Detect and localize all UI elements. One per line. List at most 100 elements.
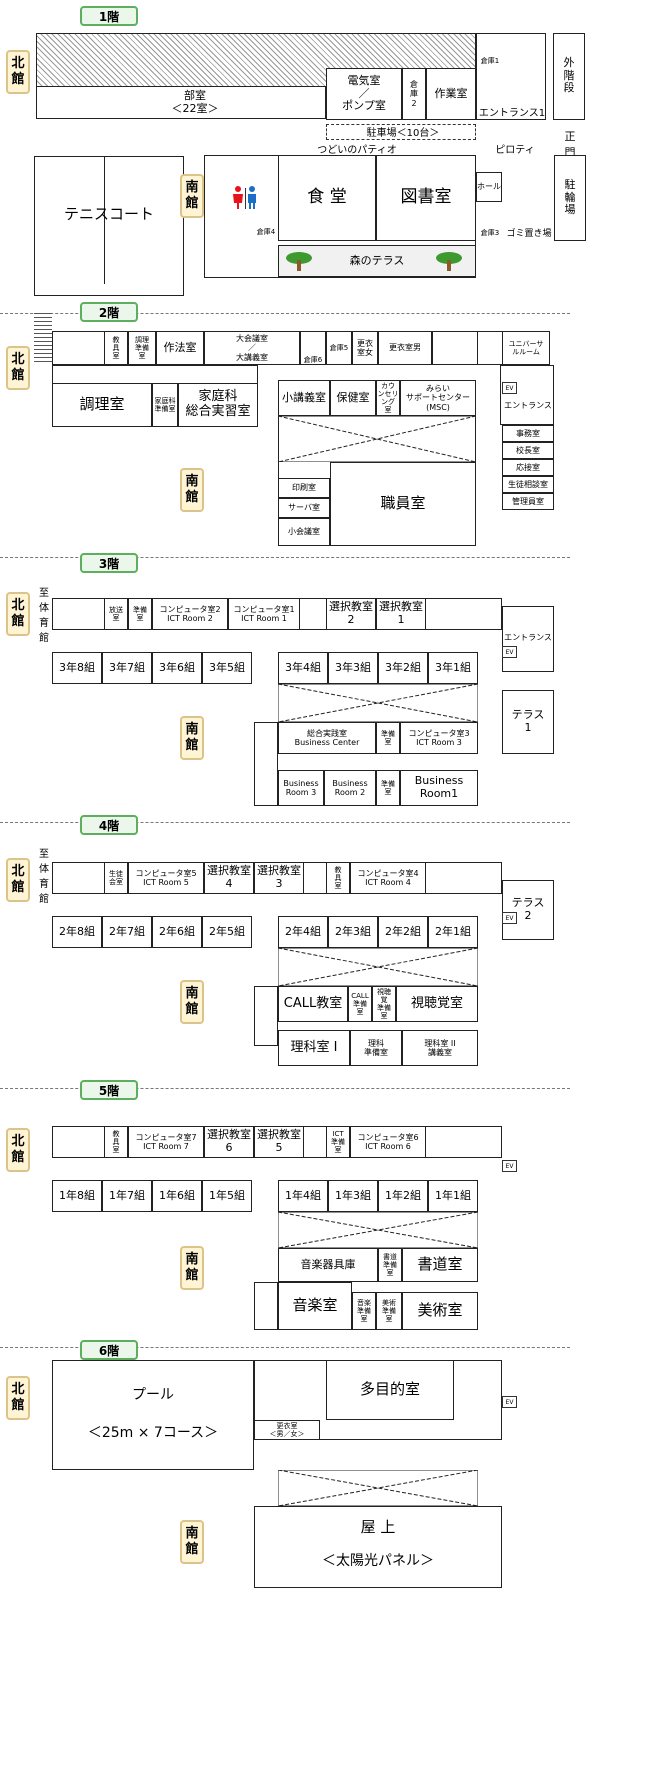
to-gym: 至 体 育 館 <box>39 588 49 644</box>
cafeteria: 食 堂 <box>278 155 376 241</box>
elective-room-3: 選択教室 3 <box>254 862 304 894</box>
elective-room-6: 選択教室 6 <box>204 1126 254 1158</box>
bicycle-parking: 駐 輪 場 <box>564 178 576 217</box>
cooking-room: 調理室 <box>52 383 152 427</box>
printing-room: 印刷室 <box>278 478 330 498</box>
club-rooms: 部室 ＜22室＞ <box>171 89 219 115</box>
ict-prep-room: ICT 準備 室 <box>326 1126 350 1158</box>
classroom-3-6: 3年6組 <box>152 652 202 684</box>
science-room-1: 理科室 I <box>278 1030 350 1066</box>
locker-room-male: 更衣室男 <box>378 331 432 365</box>
classroom-3-3: 3年3組 <box>328 652 378 684</box>
calligraphy-room: 書道室 <box>402 1248 478 1282</box>
art-room: 美術室 <box>402 1292 478 1330</box>
classroom-3-7: 3年7組 <box>102 652 152 684</box>
classroom-1-2: 1年2組 <box>378 1180 428 1212</box>
home-ec-prep-room: 家庭科 準備室 <box>152 383 178 427</box>
art-prep-room: 美術 準備 室 <box>376 1292 402 1330</box>
staff-room: 職員室 <box>330 462 476 546</box>
terrace-2: テラス 2 <box>502 880 554 940</box>
student-council-room: 生徒 会室 <box>104 862 128 894</box>
solar-panels: ＜太陽光パネル＞ <box>322 1553 434 1569</box>
classroom-3-1: 3年1組 <box>428 652 478 684</box>
elective-room-4: 選択教室 4 <box>204 862 254 894</box>
corridor <box>254 1282 278 1330</box>
void-area <box>278 948 478 986</box>
north-building-label: 北 館 <box>6 1376 30 1420</box>
south-building-label: 南 館 <box>180 716 204 760</box>
instrument-storage: 音楽器具庫 <box>278 1248 378 1282</box>
electric-pump-room: 電気室 ／ ポンプ室 <box>326 68 402 120</box>
floor-separator <box>0 1347 570 1348</box>
classroom-2-4: 2年4組 <box>278 916 328 948</box>
principal-office: 校長室 <box>502 442 554 459</box>
south-building-label: 南 館 <box>180 980 204 1024</box>
classroom-3-8: 3年8組 <box>52 652 102 684</box>
void-area <box>278 684 478 722</box>
main-gate: 正 門 <box>564 130 576 159</box>
business-room-2: Business Room 2 <box>324 770 376 806</box>
classroom-1-8: 1年8組 <box>52 1180 102 1212</box>
ict-room-5: コンピュータ室5 ICT Room 5 <box>128 862 204 894</box>
entrance1-block <box>476 33 546 120</box>
storage-1: 倉庫1 <box>480 57 500 65</box>
corridor <box>254 722 278 806</box>
forest-terrace-label: 森のテラス <box>349 253 405 267</box>
classroom-2-5: 2年5組 <box>202 916 252 948</box>
classroom-2-6: 2年6組 <box>152 916 202 948</box>
elevator: EV <box>502 912 517 924</box>
entrance-label: エントランス <box>504 633 552 642</box>
small-lecture-room: 小講義室 <box>278 380 330 416</box>
broadcast-room: 放送 室 <box>104 598 128 630</box>
classroom-1-5: 1年5組 <box>202 1180 252 1212</box>
elevator: EV <box>502 1160 517 1172</box>
hatched-area <box>36 33 476 87</box>
call-prep-room: CALL 準備 室 <box>348 986 372 1022</box>
classroom-1-1: 1年1組 <box>428 1180 478 1212</box>
elective-room-5: 選択教室 5 <box>254 1126 304 1158</box>
floor-separator <box>0 822 570 823</box>
corridor <box>254 986 278 1046</box>
elevator: EV <box>502 1396 517 1408</box>
etiquette-room: 作法室 <box>156 331 204 365</box>
business-room-1: Business Room1 <box>400 770 478 806</box>
ict-room-3: コンピュータ室3 ICT Room 3 <box>400 722 478 754</box>
rooftop: 屋 上 <box>360 1518 396 1536</box>
entrance-block <box>500 365 554 425</box>
parking-label: 駐車場＜10台＞ <box>366 128 440 139</box>
to-gym: 至 体 育 館 <box>39 849 49 905</box>
north-building-label: 北 館 <box>6 592 30 636</box>
music-prep-room: 音楽 準備 室 <box>352 1292 376 1330</box>
classroom-2-7: 2年7組 <box>102 916 152 948</box>
restroom-icon <box>230 186 260 210</box>
hall: ホール <box>476 172 502 202</box>
ict-room-4: コンピュータ室4 ICT Room 4 <box>350 862 426 894</box>
floor-separator <box>0 557 570 558</box>
north-building-label: 北 館 <box>6 346 30 390</box>
south-building-label: 南 館 <box>180 174 204 218</box>
music-room: 音楽室 <box>278 1282 352 1330</box>
floor-5-tag: 5階 <box>80 1080 138 1100</box>
reception-room: 応接室 <box>502 459 554 476</box>
classroom-2-3: 2年3組 <box>328 916 378 948</box>
patio-label: つどいのパティオ <box>317 145 397 156</box>
prep-room-2: 準備 室 <box>376 722 400 754</box>
entrance-label: エントランス <box>504 401 552 410</box>
void-area <box>278 1212 478 1248</box>
equipment-room: 教 具 室 <box>326 862 350 894</box>
cooking-prep-room: 調理 準備 室 <box>128 331 156 365</box>
classroom-3-2: 3年2組 <box>378 652 428 684</box>
entrance-block <box>502 606 554 672</box>
tree-icon <box>284 250 314 272</box>
science-prep-room: 理科 準備室 <box>350 1030 402 1066</box>
south-building-label: 南 館 <box>180 1246 204 1290</box>
ict-room-7: コンピュータ室7 ICT Room 7 <box>128 1126 204 1158</box>
north-building-label: 北 館 <box>6 1128 30 1172</box>
mirai-support-center: みらい サポートセンター (MSC) <box>400 380 476 416</box>
storage-2: 倉 庫 2 <box>402 68 426 120</box>
tennis-court-box <box>34 156 184 296</box>
floor-3-tag: 3階 <box>80 553 138 573</box>
call-room: CALL教室 <box>278 986 348 1022</box>
void-area <box>278 416 476 462</box>
pool: プール <box>132 1387 174 1403</box>
